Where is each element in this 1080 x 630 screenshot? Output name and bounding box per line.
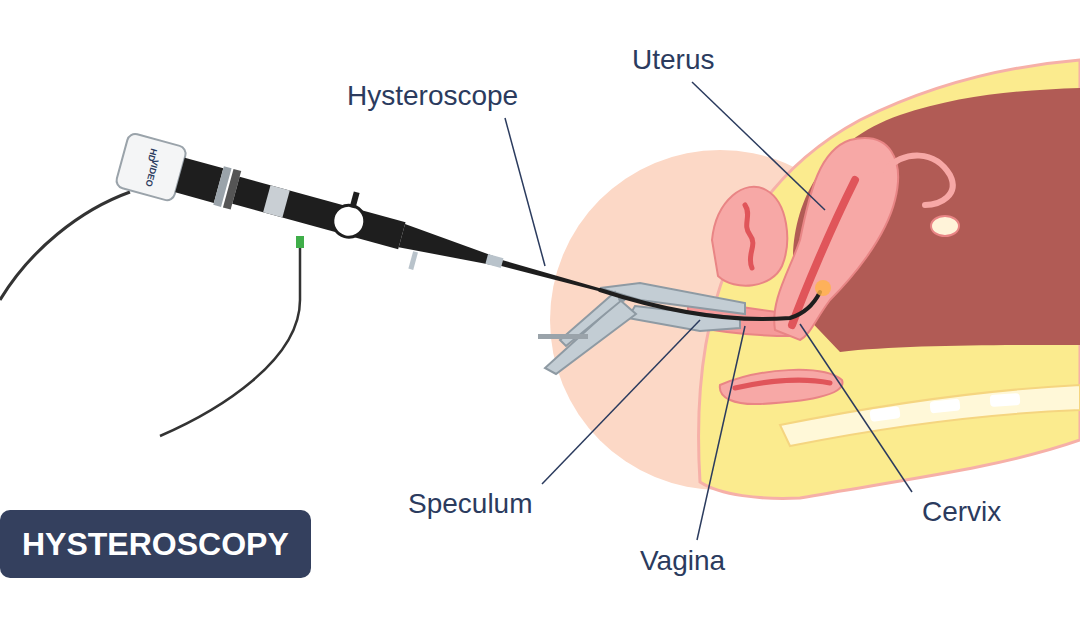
body-section (699, 60, 1080, 498)
part-label: Hysteroscope (347, 80, 518, 112)
vertebra (990, 393, 1021, 407)
uterine-cavity (792, 180, 855, 325)
title-text: HYSTEROSCOPY (0, 510, 311, 578)
camera-cable (0, 192, 130, 300)
part-label: Uterus (632, 44, 714, 76)
part-label: Speculum (408, 488, 533, 520)
rectum (720, 370, 843, 404)
part-label: Vagina (640, 545, 725, 577)
title-banner: HYSTEROSCOPY (0, 510, 311, 578)
rectum-lumen (735, 380, 830, 388)
light-connector (296, 236, 304, 248)
bladder-lumen (745, 205, 753, 268)
scope-light (815, 280, 831, 296)
vertebra (929, 398, 960, 413)
leader-lines (505, 82, 912, 540)
scope-sheath (600, 290, 820, 319)
bladder (712, 187, 787, 286)
part-label: Cervix (922, 496, 1001, 528)
ovary (931, 216, 959, 236)
speculum-screw (538, 334, 588, 339)
vertebra (869, 406, 900, 422)
light-cable (160, 246, 300, 436)
uterus-organ (774, 138, 898, 340)
fallopian-tube (885, 156, 953, 205)
